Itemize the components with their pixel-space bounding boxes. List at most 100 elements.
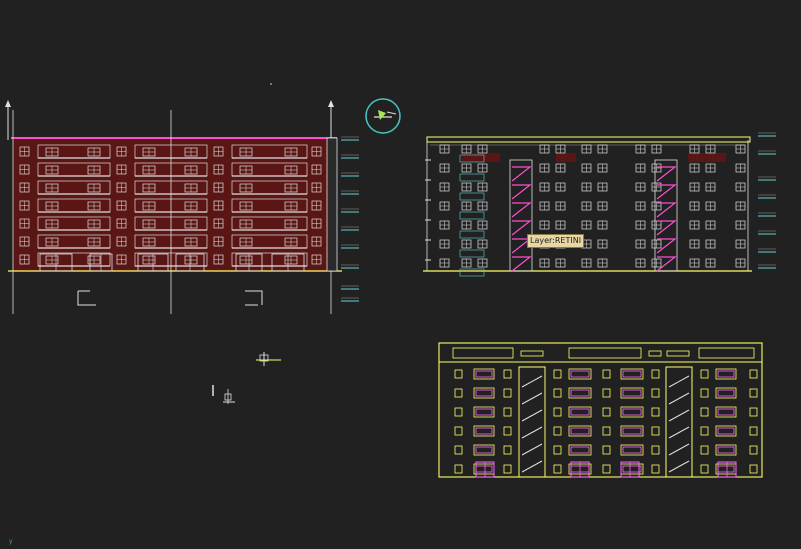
window-pair xyxy=(568,406,592,418)
window xyxy=(142,165,156,175)
stair-flight xyxy=(656,256,677,272)
window xyxy=(45,147,59,157)
small-window xyxy=(602,388,611,398)
window xyxy=(116,182,127,193)
stair-flight xyxy=(521,460,543,473)
window xyxy=(735,258,746,268)
window xyxy=(635,144,646,154)
window-pair xyxy=(568,444,592,456)
rear-elevation-drawing xyxy=(438,342,763,478)
axis-arrow xyxy=(328,100,334,107)
door xyxy=(620,461,640,478)
window-pair xyxy=(473,463,495,475)
window xyxy=(705,201,716,211)
small-window xyxy=(553,388,562,398)
small-window xyxy=(454,388,463,398)
brick-band xyxy=(688,153,726,162)
balcony-bay xyxy=(231,180,308,195)
level-mark xyxy=(758,230,776,235)
window xyxy=(284,219,298,229)
window xyxy=(651,163,662,173)
small-window xyxy=(749,426,758,436)
window-pair xyxy=(620,387,644,399)
window xyxy=(19,182,30,193)
orbit-navigation-icon[interactable] xyxy=(365,98,401,134)
window xyxy=(142,201,156,211)
window xyxy=(555,163,566,173)
balcony-rail xyxy=(459,249,485,258)
small-window xyxy=(700,369,709,379)
window xyxy=(477,258,488,268)
small-window xyxy=(651,369,660,379)
window xyxy=(689,258,700,268)
stair-flight xyxy=(668,392,690,405)
window xyxy=(597,220,608,230)
balcony-rail xyxy=(459,211,485,220)
stair-flight xyxy=(668,443,690,456)
window xyxy=(539,258,550,268)
level-mark xyxy=(341,226,359,231)
balcony-bay xyxy=(134,216,208,231)
window xyxy=(689,239,700,249)
window xyxy=(735,220,746,230)
balcony-bay xyxy=(134,234,208,249)
window xyxy=(19,254,30,265)
window xyxy=(284,165,298,175)
window-pair xyxy=(715,463,737,475)
window xyxy=(87,147,101,157)
brick-band xyxy=(462,153,500,162)
window-pair xyxy=(473,387,495,399)
window xyxy=(239,183,253,193)
window xyxy=(239,165,253,175)
window xyxy=(311,164,322,175)
window xyxy=(705,220,716,230)
window xyxy=(184,147,198,157)
window-pair xyxy=(473,425,495,437)
side-elevation-drawing xyxy=(423,132,776,277)
window xyxy=(184,201,198,211)
window xyxy=(581,182,592,192)
window xyxy=(539,201,550,211)
window xyxy=(142,183,156,193)
window xyxy=(635,182,646,192)
end-wall-strip xyxy=(326,137,338,272)
window xyxy=(439,182,450,192)
small-window xyxy=(553,426,562,436)
window xyxy=(311,254,322,265)
level-mark xyxy=(758,194,776,199)
window xyxy=(311,218,322,229)
window xyxy=(689,220,700,230)
window xyxy=(239,201,253,211)
stair-flight xyxy=(521,409,543,422)
layer-tooltip: Layer:RETINI xyxy=(527,234,585,248)
window xyxy=(45,165,59,175)
orbit-bar xyxy=(386,111,397,115)
window xyxy=(87,219,101,229)
balcony-bay xyxy=(37,216,111,231)
small-window xyxy=(700,464,709,474)
window xyxy=(439,201,450,211)
stair-flight xyxy=(521,375,543,388)
balcony-bay xyxy=(231,162,308,177)
window xyxy=(581,201,592,211)
window xyxy=(651,201,662,211)
window xyxy=(581,258,592,268)
stair-flight xyxy=(656,184,677,200)
small-window xyxy=(503,407,512,417)
balcony-rail xyxy=(459,230,485,239)
window xyxy=(461,163,472,173)
balcony-rail xyxy=(459,192,485,201)
window xyxy=(461,144,472,154)
window xyxy=(19,146,30,157)
window xyxy=(461,220,472,230)
window-pair xyxy=(620,406,644,418)
window xyxy=(213,218,224,229)
stairwell xyxy=(654,159,678,272)
small-window xyxy=(700,426,709,436)
window xyxy=(461,201,472,211)
small-window xyxy=(651,445,660,455)
stair-flight xyxy=(511,220,532,236)
small-window xyxy=(454,445,463,455)
window xyxy=(19,164,30,175)
